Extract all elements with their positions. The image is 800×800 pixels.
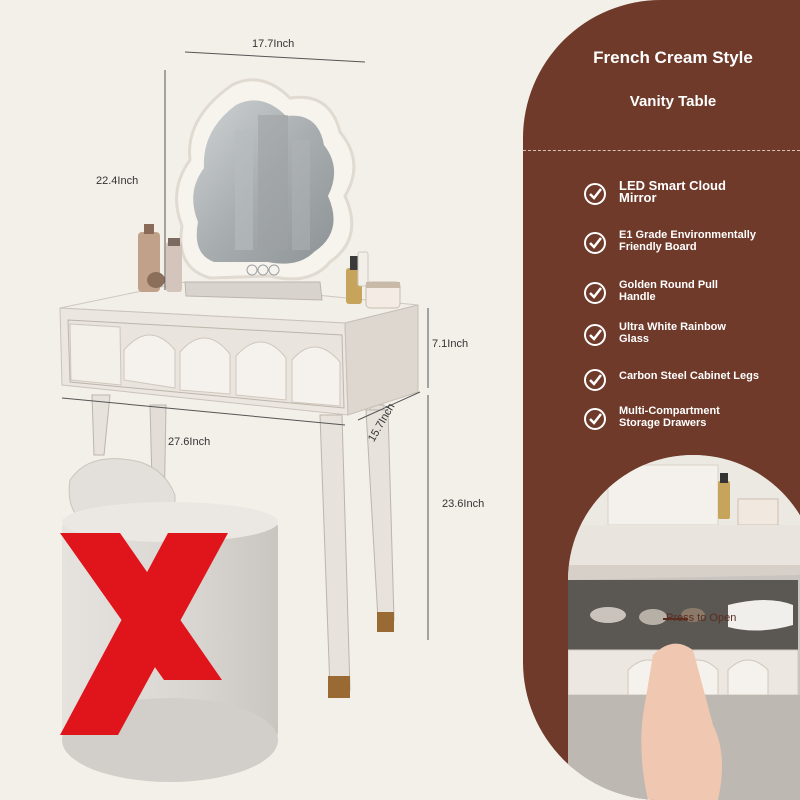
drawer-height-label: 7.1Inch (432, 338, 469, 350)
mirror-height-label: 22.4Inch (96, 175, 139, 187)
check-circle-icon (584, 369, 606, 391)
table-width-label: 27.6Inch (168, 436, 211, 448)
panel-title: French Cream Style (593, 48, 753, 67)
front-legs (91, 394, 395, 698)
cloud-mirror (175, 78, 356, 301)
check-circle-icon (584, 324, 606, 346)
check-circle-icon (584, 282, 606, 304)
leg-height-label: 23.6Inch (442, 498, 485, 510)
red-cross-mark (60, 533, 228, 735)
drawer-closeup-illustration (568, 455, 800, 800)
leg-cap (377, 612, 394, 632)
feature-item: Carbon Steel Cabinet Legs (583, 366, 798, 398)
press-to-open-label: Press to Open (666, 612, 737, 624)
panel-subtitle: Vanity Table (629, 93, 717, 110)
panel-divider (523, 150, 800, 151)
cosmetic-bottles (138, 224, 401, 309)
hand (641, 643, 722, 800)
leg-cap (328, 676, 350, 698)
table-body (59, 281, 419, 416)
touch-button (268, 264, 280, 276)
check-circle-icon (584, 408, 606, 430)
feature-panel: French Cream Style Vanity Table LED Smar… (523, 0, 800, 800)
mirror-width-label: 17.7Inch (252, 38, 295, 50)
dimension-lines (61, 51, 429, 640)
check-circle-icon (584, 183, 606, 205)
drawer-closeup-inset: Press to Open (568, 455, 800, 800)
touch-button (257, 264, 269, 276)
touch-button (246, 264, 258, 276)
check-circle-icon (584, 232, 606, 254)
